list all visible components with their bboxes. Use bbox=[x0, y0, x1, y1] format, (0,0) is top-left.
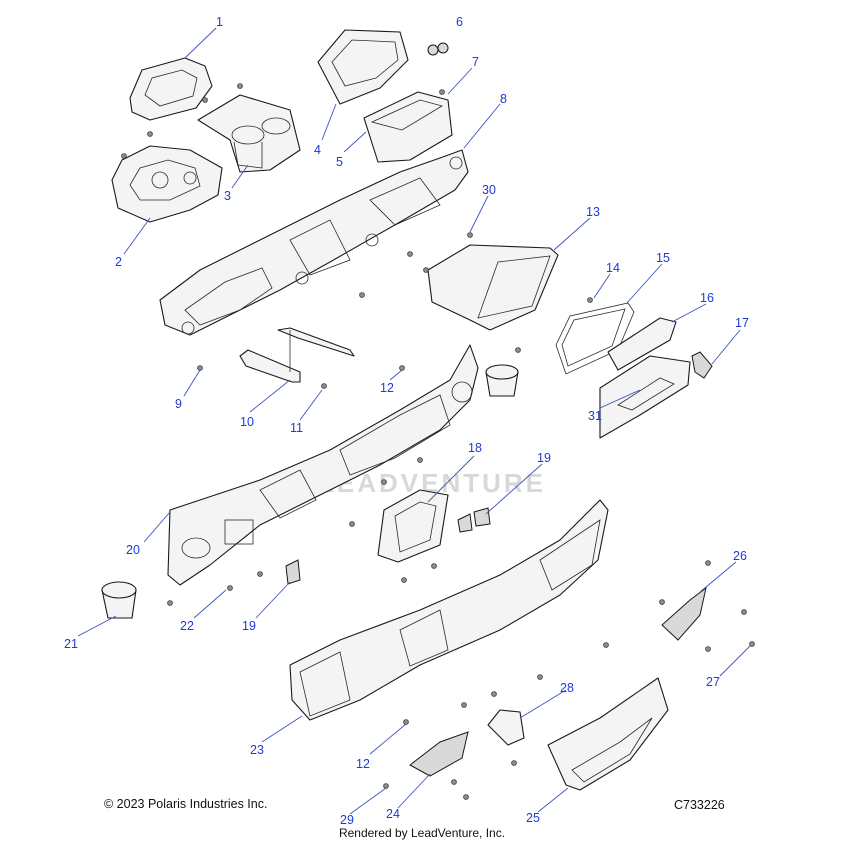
part-latch-plate bbox=[607, 317, 677, 371]
callout-24: 24 bbox=[386, 807, 400, 821]
callout-11: 11 bbox=[290, 421, 303, 435]
callout-25: 25 bbox=[526, 811, 540, 825]
part-clips bbox=[285, 507, 491, 585]
part-dash-substrate bbox=[167, 344, 479, 586]
callout-20: 20 bbox=[126, 543, 140, 557]
part-vent-grille-lower bbox=[409, 731, 469, 777]
callout-4: 4 bbox=[314, 143, 321, 157]
part-upper-cupholder-panel bbox=[197, 94, 301, 173]
part-upper-dash bbox=[159, 149, 469, 336]
part-cup-insert bbox=[101, 581, 137, 619]
part-lower-dash bbox=[289, 499, 609, 721]
callout-28: 28 bbox=[560, 681, 574, 695]
callout-26: 26 bbox=[733, 549, 747, 563]
callout-leaders bbox=[77, 27, 751, 815]
callout-27: 27 bbox=[706, 675, 720, 689]
callout-3: 3 bbox=[224, 189, 231, 203]
callout-labels: 1 2 3 4 5 6 7 8 30 13 14 15 16 17 9 10 1… bbox=[64, 15, 749, 827]
callout-15: 15 bbox=[656, 251, 670, 265]
part-gauge-housing bbox=[111, 145, 223, 223]
part-cup-insert-upper bbox=[485, 364, 519, 397]
drawing-code: C733226 bbox=[674, 798, 725, 812]
callout-16: 16 bbox=[700, 291, 714, 305]
rendered-by-text: Rendered by LeadVenture, Inc. bbox=[338, 826, 506, 840]
hardware-fasteners bbox=[121, 83, 755, 800]
part-storage-lid bbox=[317, 29, 409, 105]
part-latch bbox=[691, 351, 713, 379]
part-glovebox-bin bbox=[427, 244, 559, 331]
part-mounting-bracket bbox=[239, 327, 355, 383]
callout-1: 1 bbox=[216, 15, 223, 29]
callout-8: 8 bbox=[500, 92, 507, 106]
callout-7: 7 bbox=[472, 55, 479, 69]
part-outlet-housing bbox=[487, 709, 525, 746]
part-lower-storage-bin bbox=[547, 677, 669, 791]
callout-23: 23 bbox=[250, 743, 264, 757]
part-glovebox-door bbox=[599, 355, 691, 439]
callout-5: 5 bbox=[336, 155, 343, 169]
callout-12-upper: 12 bbox=[380, 381, 394, 395]
callout-6: 6 bbox=[456, 15, 463, 29]
callout-13: 13 bbox=[586, 205, 600, 219]
part-storage-bin bbox=[363, 91, 453, 163]
callout-21: 21 bbox=[64, 637, 78, 651]
copyright-text: © 2023 Polaris Industries Inc. bbox=[104, 797, 268, 811]
callout-14: 14 bbox=[606, 261, 620, 275]
callout-30: 30 bbox=[482, 183, 496, 197]
part-switch-panel bbox=[377, 489, 449, 563]
callout-22: 22 bbox=[180, 619, 194, 633]
callout-2: 2 bbox=[115, 255, 122, 269]
part-gauge-bezel bbox=[129, 57, 213, 121]
part-caps bbox=[427, 42, 449, 56]
callout-31: 31 bbox=[588, 409, 602, 423]
part-gasket bbox=[555, 302, 635, 375]
callout-18: 18 bbox=[468, 441, 482, 455]
part-vent-grille-right bbox=[661, 586, 707, 641]
callout-19-upper: 19 bbox=[537, 451, 551, 465]
callout-29: 29 bbox=[340, 813, 354, 827]
callout-10: 10 bbox=[240, 415, 254, 429]
callout-12-lower: 12 bbox=[356, 757, 370, 771]
callout-17: 17 bbox=[735, 316, 749, 330]
callout-19-lower: 19 bbox=[242, 619, 256, 633]
callout-9: 9 bbox=[175, 397, 182, 411]
